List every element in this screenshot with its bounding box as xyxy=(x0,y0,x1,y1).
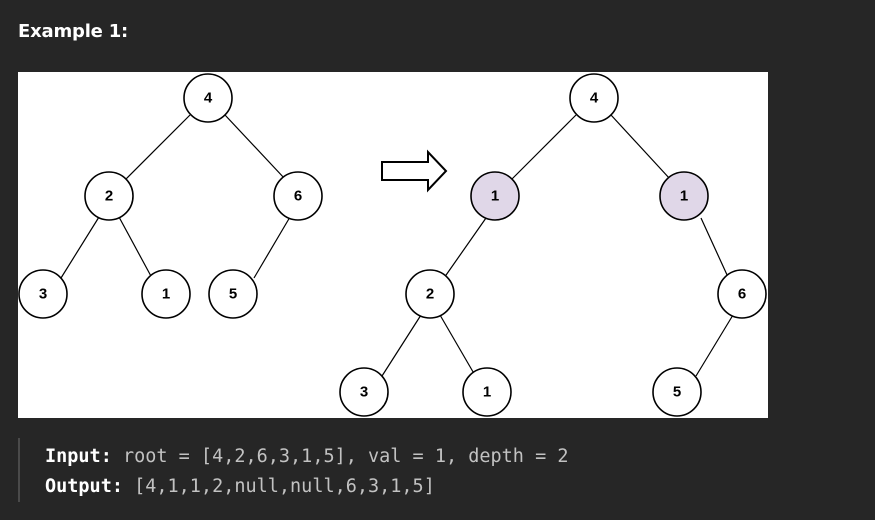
right-arrow-icon xyxy=(381,149,448,193)
svg-text:6: 6 xyxy=(738,286,746,303)
svg-text:6: 6 xyxy=(294,188,302,205)
svg-text:1: 1 xyxy=(680,188,688,205)
example-heading: Example 1: xyxy=(18,21,129,42)
edge-after-1b-6 xyxy=(700,217,729,278)
after-node-new-right: 1 xyxy=(659,171,709,221)
svg-text:2: 2 xyxy=(105,188,113,205)
edge-after-4-1b xyxy=(610,114,671,180)
before-node-left-right: 1 xyxy=(141,269,191,319)
after-node-right: 6 xyxy=(717,269,767,319)
before-node-right-left: 5 xyxy=(208,269,258,319)
before-node-left-left: 3 xyxy=(18,269,68,319)
after-node-left-left: 3 xyxy=(339,367,389,417)
input-label: Input: xyxy=(45,446,112,467)
svg-text:3: 3 xyxy=(39,286,47,303)
before-node-root: 4 xyxy=(183,73,233,123)
edge-4-6 xyxy=(224,114,286,180)
svg-text:5: 5 xyxy=(673,384,681,401)
edge-after-6-5 xyxy=(695,314,734,377)
before-node-right: 6 xyxy=(273,171,323,221)
edge-after-2-3 xyxy=(381,314,422,377)
input-line: Input: root = [4,2,6,3,1,5], val = 1, de… xyxy=(45,443,569,471)
edge-2-1 xyxy=(118,216,153,279)
edge-4-2 xyxy=(125,114,191,180)
after-node-left: 2 xyxy=(405,269,455,319)
svg-text:1: 1 xyxy=(483,384,491,401)
svg-text:3: 3 xyxy=(360,384,368,401)
after-node-right-left: 5 xyxy=(652,367,702,417)
after-node-left-right: 1 xyxy=(462,367,512,417)
svg-text:2: 2 xyxy=(426,286,434,303)
edge-2-3 xyxy=(60,216,100,279)
after-node-new-left: 1 xyxy=(470,171,520,221)
svg-text:1: 1 xyxy=(491,188,499,205)
edge-after-2-1 xyxy=(439,314,477,378)
svg-text:5: 5 xyxy=(229,286,237,303)
tree-diagram: 4 2 6 3 1 5 xyxy=(18,72,768,418)
before-node-left: 2 xyxy=(84,171,134,221)
svg-text:1: 1 xyxy=(162,286,170,303)
edge-after-1a-2 xyxy=(443,217,487,279)
svg-text:4: 4 xyxy=(590,90,599,107)
output-label: Output: xyxy=(45,476,123,497)
edge-6-5 xyxy=(253,216,291,279)
output-value: [4,1,1,2,null,null,6,3,1,5] xyxy=(134,476,435,497)
after-node-root: 4 xyxy=(569,73,619,123)
output-line: Output: [4,1,1,2,null,null,6,3,1,5] xyxy=(45,473,435,501)
input-value: root = [4,2,6,3,1,5], val = 1, depth = 2 xyxy=(122,446,569,467)
svg-text:4: 4 xyxy=(204,90,213,107)
edge-after-4-1a xyxy=(511,114,577,180)
example-code-block: Input: root = [4,2,6,3,1,5], val = 1, de… xyxy=(18,438,770,502)
tree-diagram-svg: 4 2 6 3 1 5 xyxy=(18,73,767,417)
